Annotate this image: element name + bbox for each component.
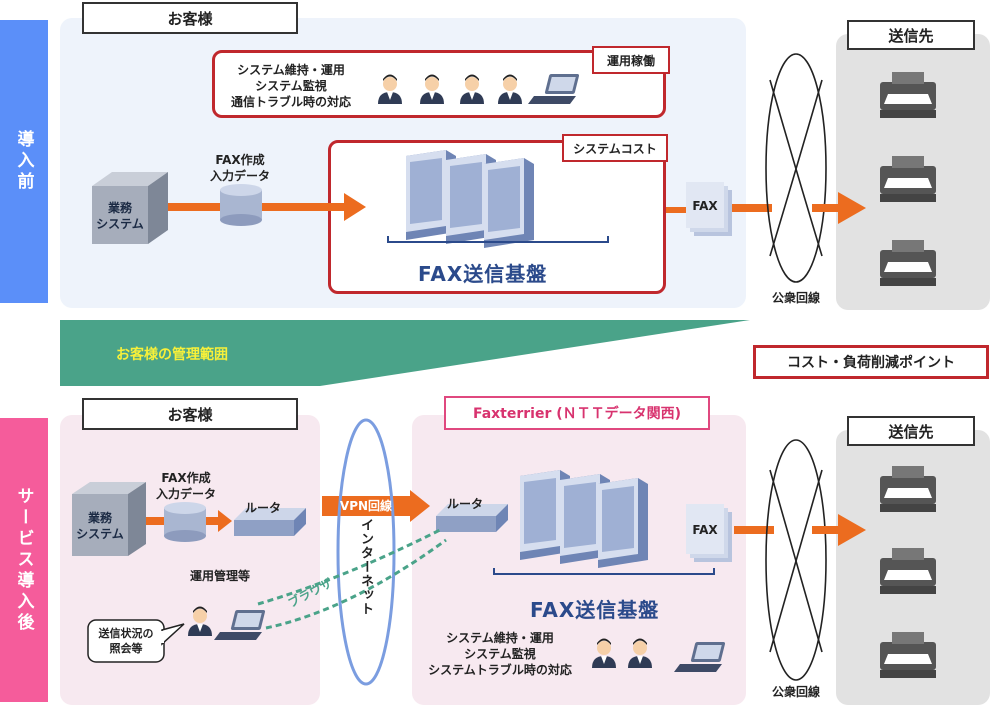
before-ops-line-1: システム維持・運用 xyxy=(237,63,345,77)
after-printer-1-icon xyxy=(880,466,936,512)
before-destination-label: 送信先 xyxy=(847,20,975,50)
after-ops-laptop-icon xyxy=(674,642,726,672)
inquiry-label: 送信状況の 照会等 xyxy=(88,626,164,656)
before-business-system-icon xyxy=(92,172,168,244)
before-database-icon xyxy=(220,184,262,226)
after-ops-line-1: システム維持・運用 xyxy=(446,631,554,645)
after-public-line-label: 公衆回線 xyxy=(771,685,820,699)
ops-laptop-icon xyxy=(528,74,580,104)
after-platform-bracket xyxy=(493,568,715,575)
before-platform-label: FAX送信基盤 xyxy=(418,262,548,286)
before-arrow-5 xyxy=(812,204,838,212)
vpn-arrow xyxy=(322,490,430,522)
before-platform-bracket xyxy=(387,236,609,243)
after-router-left-icon xyxy=(234,508,306,536)
after-arrow-4 xyxy=(812,526,838,534)
before-arrow-4 xyxy=(732,204,772,212)
router-left-label: ルータ xyxy=(244,501,281,515)
before-printer-3-icon xyxy=(880,240,936,286)
before-fax-data-label: FAX作成 入力データ xyxy=(200,152,280,184)
browser-link-2 xyxy=(265,538,447,630)
after-ops-line-2: システム監視 xyxy=(464,647,536,661)
before-arrow-head xyxy=(344,193,366,221)
staff-person-4-icon xyxy=(498,74,522,104)
after-platform-label: FAX送信基盤 xyxy=(530,598,660,622)
after-side-label: サービス導入後 xyxy=(13,486,34,634)
staff-person-2-icon xyxy=(420,74,444,104)
after-printer-2-icon xyxy=(880,548,936,594)
after-fax-data-label: FAX作成 入力データ xyxy=(146,470,226,502)
before-printer-1-icon xyxy=(880,72,936,118)
before-public-line-label: 公衆回線 xyxy=(771,291,820,305)
system-tag: システムコスト xyxy=(562,134,668,162)
after-business-system-label: 業務 システム xyxy=(72,510,128,542)
inquiry-line-1: 送信状況の xyxy=(98,627,154,640)
before-fax-data-line-1: FAX作成 xyxy=(215,153,265,167)
before-arrow-2 xyxy=(262,203,346,211)
after-arrow-1 xyxy=(146,517,164,525)
admin-laptop-icon xyxy=(214,610,266,640)
provider-label: Faxterrier (ＮＴＴデータ関西) xyxy=(444,396,710,430)
staff-person-1-icon xyxy=(378,74,402,104)
before-fax-doc-icon xyxy=(686,182,732,236)
before-server-3-icon xyxy=(484,158,534,248)
after-arrow-head-2 xyxy=(838,514,866,546)
staff-person-3-icon xyxy=(460,74,484,104)
before-sidebar: 導入前 xyxy=(0,20,48,303)
after-router-right-icon xyxy=(436,504,508,532)
customer-scope-label: お客様の管理範囲 xyxy=(116,347,228,363)
ops-mgmt-label: 運用管理等 xyxy=(190,569,251,583)
before-business-line-2: システム xyxy=(96,217,144,231)
after-arrow-3 xyxy=(734,526,774,534)
browser-link-1 xyxy=(257,528,441,606)
before-arrow-3 xyxy=(666,207,686,213)
after-customer-label: お客様 xyxy=(82,398,298,430)
after-sidebar: サービス導入後 xyxy=(0,418,48,702)
before-arrow-1 xyxy=(168,203,220,211)
admin-person-icon xyxy=(188,606,212,636)
after-server-3-icon xyxy=(598,478,648,568)
ops-tag: 運用稼働 xyxy=(592,46,670,74)
before-customer-label: お客様 xyxy=(82,2,298,34)
inquiry-line-2: 照会等 xyxy=(109,642,143,655)
after-fax-data-line-1: FAX作成 xyxy=(161,471,211,485)
before-ops-text: システム維持・運用 システム監視 通信トラブル時の対応 xyxy=(218,62,364,110)
after-destination-label: 送信先 xyxy=(847,416,975,446)
after-business-line-1: 業務 xyxy=(87,511,112,525)
after-arrow-2 xyxy=(206,517,220,525)
after-business-line-2: システム xyxy=(76,527,124,541)
customer-scope-band xyxy=(60,320,750,386)
internet-text: インターネット xyxy=(358,518,373,616)
after-fax-data-line-2: 入力データ xyxy=(155,487,216,501)
after-public-line-icon xyxy=(765,439,827,681)
before-business-line-1: 業務 xyxy=(107,201,132,215)
after-staff-1-icon xyxy=(592,638,616,668)
before-public-line-icon xyxy=(765,53,827,283)
inquiry-bubble xyxy=(87,619,185,663)
before-ops-line-3: 通信トラブル時の対応 xyxy=(230,95,351,109)
after-arrow-head-1 xyxy=(218,510,232,532)
cost-point-box: コスト・負荷削減ポイント xyxy=(753,345,989,379)
after-staff-2-icon xyxy=(628,638,652,668)
before-ops-line-2: システム監視 xyxy=(255,79,327,93)
after-printer-3-icon xyxy=(880,632,936,678)
before-side-label: 導入前 xyxy=(13,130,34,193)
router-right-label: ルータ xyxy=(446,497,483,511)
before-arrow-head-2 xyxy=(838,192,866,224)
before-fax-data-line-2: 入力データ xyxy=(209,169,270,183)
before-fax-doc-label: FAX xyxy=(692,199,718,213)
after-ops-text: システム維持・運用 システム監視 システムトラブル時の対応 xyxy=(420,630,580,678)
vpn-label: VPN回線 xyxy=(339,499,393,513)
after-business-system-icon xyxy=(72,482,146,556)
internet-label: インターネット xyxy=(356,518,375,620)
after-fax-doc-icon xyxy=(686,504,732,562)
after-ops-line-3: システムトラブル時の対応 xyxy=(428,663,572,677)
before-business-system-label: 業務 システム xyxy=(92,200,148,232)
before-printer-2-icon xyxy=(880,156,936,202)
after-fax-doc-label: FAX xyxy=(692,523,718,537)
after-database-icon xyxy=(164,502,206,542)
